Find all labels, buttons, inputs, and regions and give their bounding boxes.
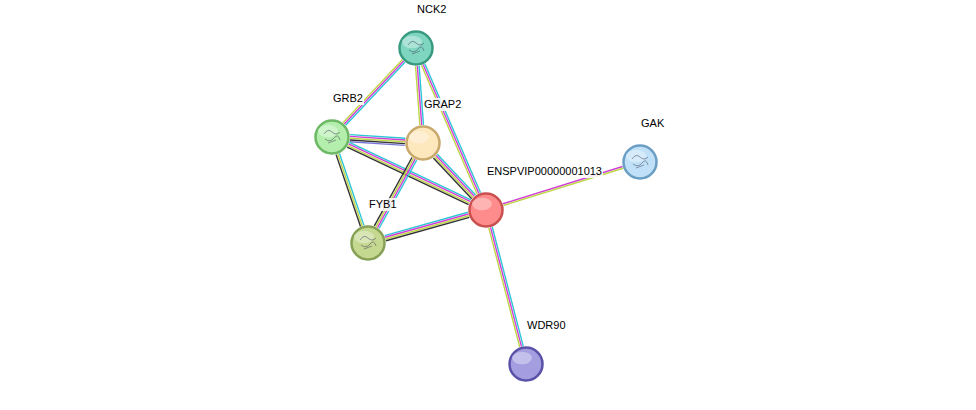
evidence-line <box>350 142 405 146</box>
node-circle <box>622 144 658 180</box>
node-label: NCK2 <box>416 3 447 16</box>
evidence-line <box>416 66 420 125</box>
node-circle <box>468 192 504 228</box>
node-circle <box>405 125 441 161</box>
evidence-line <box>437 154 475 195</box>
node-label: GRB2 <box>332 92 364 105</box>
interaction-edge <box>336 153 364 226</box>
evidence-line <box>435 157 473 198</box>
node-circle <box>508 346 544 382</box>
protein-node: WDR90 <box>508 346 544 382</box>
evidence-line <box>433 158 471 199</box>
node-label: GAK <box>640 117 665 130</box>
node-circle <box>350 225 386 261</box>
evidence-line <box>338 154 362 226</box>
evidence-line <box>376 158 414 226</box>
protein-node: ENSPVIP00000001013 <box>468 192 504 228</box>
protein-node: NCK2 <box>398 30 434 66</box>
node-label: FYB1 <box>368 198 398 211</box>
protein-node: FYB1 <box>350 225 386 261</box>
interaction-edge <box>374 157 416 228</box>
evidence-line <box>385 212 468 235</box>
evidence-line <box>386 216 469 239</box>
node-circle <box>314 119 350 155</box>
interaction-edge <box>489 227 523 347</box>
node-label: WDR90 <box>526 319 567 332</box>
evidence-line <box>489 228 520 347</box>
interaction-edge <box>433 154 475 198</box>
evidence-line <box>386 217 469 240</box>
evidence-line <box>492 227 523 346</box>
evidence-line <box>336 155 360 227</box>
evidence-line <box>339 153 363 225</box>
node-circle <box>398 30 434 66</box>
interaction-edge <box>350 135 406 146</box>
protein-node: GRAP2 <box>405 125 441 161</box>
interaction-edge <box>416 66 424 125</box>
protein-node: GAK <box>622 144 658 180</box>
evidence-line <box>385 214 468 237</box>
evidence-line <box>374 157 412 225</box>
evidence-line <box>379 160 417 228</box>
protein-node: GRB2 <box>314 119 350 155</box>
evidence-line <box>436 155 474 196</box>
evidence-line <box>377 159 415 227</box>
node-label: GRAP2 <box>423 98 462 111</box>
node-label: ENSPVIP00000001013 <box>486 165 603 178</box>
evidence-line <box>491 227 522 346</box>
interaction-edge <box>385 212 470 241</box>
